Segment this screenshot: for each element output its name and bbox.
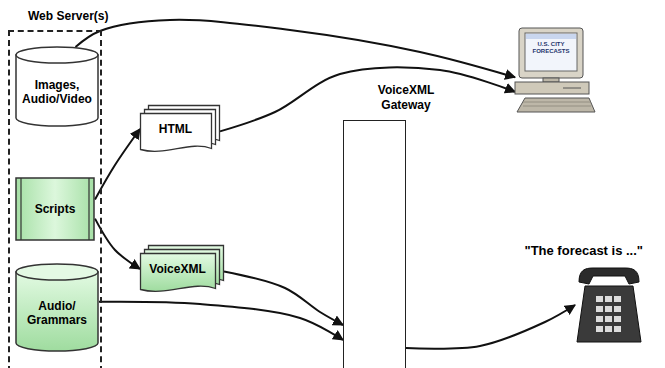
storage-cylinder: Audio/ Grammars <box>15 264 99 352</box>
phone-key <box>596 306 603 312</box>
document-page <box>141 254 216 292</box>
connector-arrow <box>99 302 343 340</box>
key-row <box>523 106 591 107</box>
cylinder-top <box>16 264 98 280</box>
phone-key <box>605 326 612 332</box>
script-band <box>20 178 21 240</box>
computer-outline <box>515 28 595 113</box>
script-box: Scripts <box>15 177 95 241</box>
gateway-box: VoiceXML Gateway <box>343 120 406 368</box>
screen-band <box>526 34 576 39</box>
phone-key <box>614 326 621 332</box>
phone-key <box>605 296 612 302</box>
phone-key <box>605 316 612 322</box>
node-label: VoiceXML <box>149 262 205 276</box>
phone-body <box>577 286 641 342</box>
connector-arrow <box>75 20 515 77</box>
connectors <box>75 20 575 349</box>
document-page <box>141 114 212 152</box>
script-band <box>88 178 89 240</box>
cylinder-top <box>16 47 98 63</box>
phone-key <box>614 316 621 322</box>
monitor-neck <box>543 78 559 82</box>
script-outline <box>16 178 94 240</box>
phone-key <box>614 296 621 302</box>
storage-cylinder: Images, Audio/Video <box>15 47 99 127</box>
connector-arrow <box>406 305 575 349</box>
speech-quote: "The forecast is ..." <box>524 244 643 258</box>
node-label: Audio/ Grammars <box>20 299 94 327</box>
server-group: Web Server(s)Images, Audio/VideoScriptsA… <box>8 30 102 368</box>
phone-key <box>596 326 603 332</box>
phone-key <box>596 316 603 322</box>
computer-base <box>515 82 589 94</box>
phone-key <box>614 306 621 312</box>
group-heading: Web Server(s) <box>28 9 108 23</box>
monitor-screen <box>525 33 577 71</box>
keyboard <box>517 98 595 112</box>
cylinder-body <box>16 272 98 351</box>
computer-icon: U.S. CITY FORECASTS <box>515 28 595 113</box>
document-stack: VoiceXML <box>140 245 224 293</box>
node-label: Images, Audio/Video <box>20 78 94 106</box>
telephone-icon: "The forecast is ..." <box>575 266 643 344</box>
document-stack: HTML <box>140 105 220 153</box>
phone-key <box>596 296 603 302</box>
node-label: HTML <box>159 122 192 136</box>
phone-key <box>605 306 612 312</box>
phone-handset <box>579 268 639 284</box>
phone-outline <box>575 266 643 344</box>
screen-text: U.S. CITY FORECASTS <box>525 41 577 55</box>
cylinder-body <box>16 55 98 126</box>
connector-arrow <box>224 271 343 325</box>
gateway-heading: VoiceXML Gateway <box>366 83 446 113</box>
key-row <box>523 102 591 103</box>
node-label: Scripts <box>35 202 76 216</box>
drive-slot <box>563 88 581 89</box>
monitor-bezel <box>519 28 583 78</box>
